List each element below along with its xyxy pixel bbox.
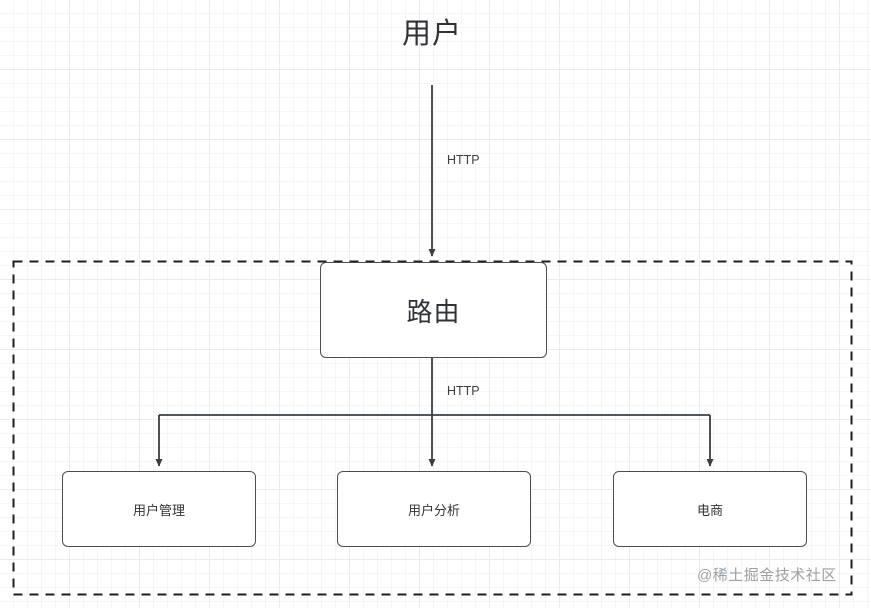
node-ecommerce[interactable]: 电商 (613, 471, 807, 547)
service-group-boundary (12, 260, 853, 596)
node-router-label: 路由 (406, 296, 461, 327)
node-user-analytics[interactable]: 用户分析 (337, 471, 531, 547)
node-ecommerce-label: 电商 (696, 502, 723, 518)
node-user-management[interactable]: 用户管理 (62, 471, 256, 547)
watermark-text: @稀土掘金技术社区 (697, 567, 837, 584)
edge-label-http-router-services: HTTP (447, 384, 480, 398)
node-user-title: 用户 (401, 18, 462, 50)
node-router[interactable]: 路由 (320, 262, 547, 358)
node-user-analytics-label: 用户分析 (407, 502, 460, 518)
node-user-management-label: 用户管理 (132, 502, 185, 518)
edge-label-http-user-router: HTTP (447, 153, 480, 167)
